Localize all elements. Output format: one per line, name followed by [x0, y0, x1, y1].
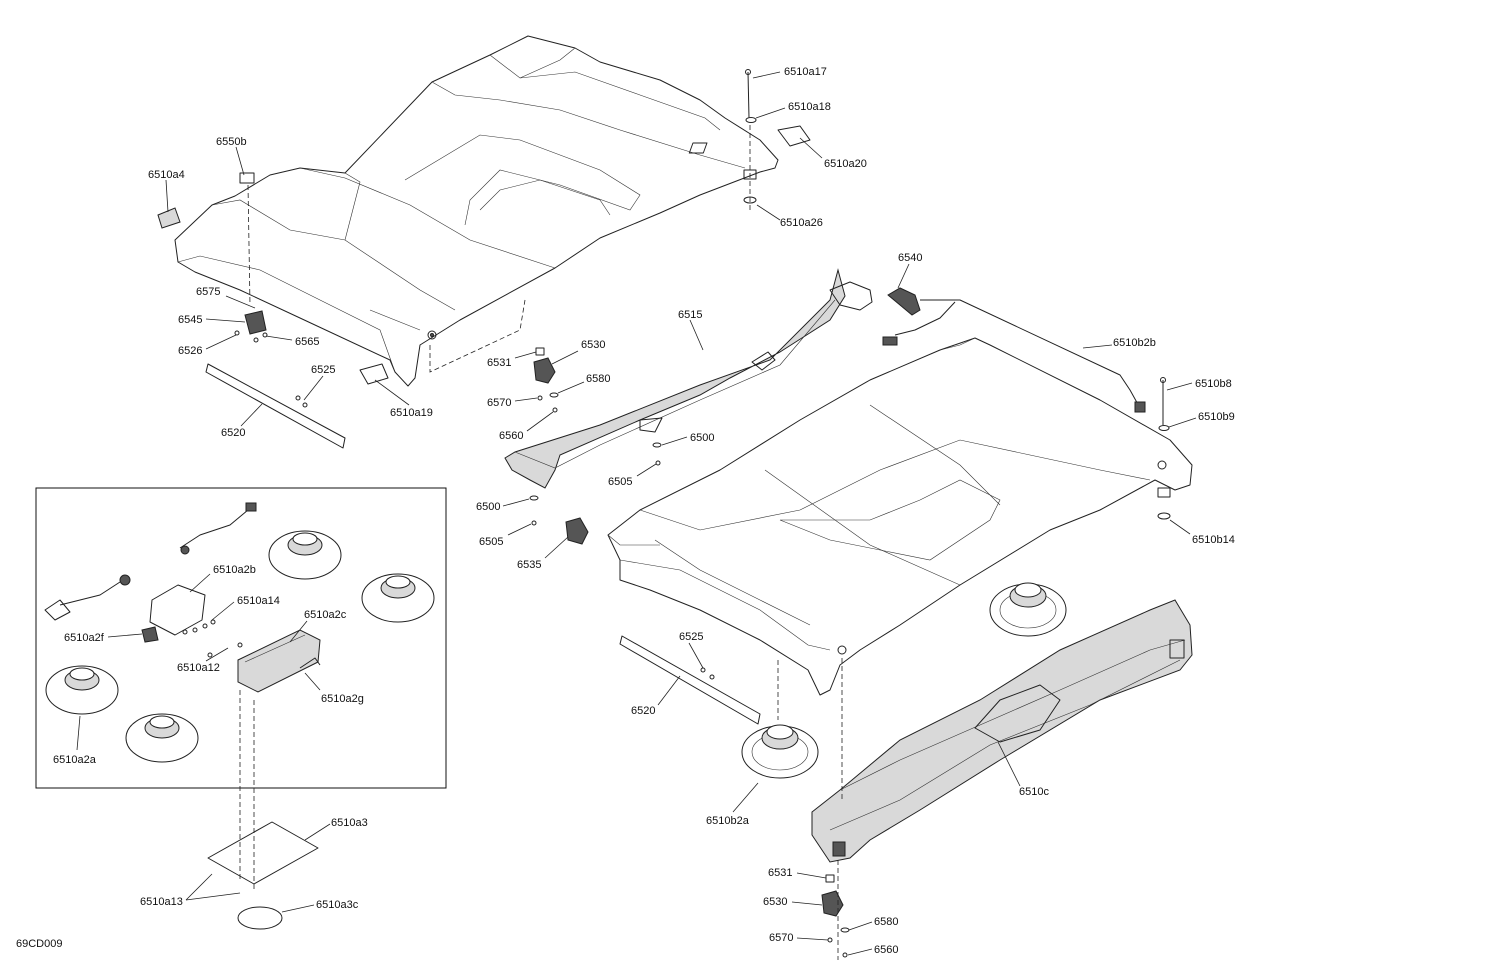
callout-6530-bottom: 6530: [763, 896, 787, 908]
callout-6510a2f: 6510a2f: [64, 632, 105, 644]
weatherstrip-bottom: [619, 635, 761, 725]
callout-6570-bottom: 6570: [769, 932, 793, 944]
callout-6525-bottom: 6525: [679, 631, 703, 643]
callout-6530-top: 6530: [581, 339, 605, 351]
callout-6515: 6515: [678, 309, 702, 321]
callout-6580-top: 6580: [586, 373, 610, 385]
callout-6520-bottom: 6520: [631, 705, 655, 717]
leader-lines: [76, 71, 1197, 956]
washers-6500: [529, 442, 662, 526]
callout-labels: 6510a17 6510a18 6510a20 6510a26 6550b 65…: [53, 66, 1235, 956]
callout-6510b2b: 6510b2b: [1113, 337, 1156, 349]
callout-6580-bottom: 6580: [874, 916, 898, 928]
callout-6540: 6540: [898, 252, 922, 264]
callout-6510a2a: 6510a2a: [53, 754, 97, 766]
callout-6510a12: 6510a12: [177, 662, 220, 674]
rear-bar: [811, 599, 1193, 863]
mount-6530-top: [533, 347, 559, 413]
callout-6560-top: 6560: [499, 430, 523, 442]
callout-6570-top: 6570: [487, 397, 511, 409]
callout-6505-left: 6505: [479, 536, 503, 548]
callout-6510a3c: 6510a3c: [316, 899, 359, 911]
callout-6505-right: 6505: [608, 476, 632, 488]
speaker-6510b2a: [741, 724, 819, 779]
callout-6526: 6526: [178, 345, 202, 357]
callout-6531-bottom: 6531: [768, 867, 792, 879]
callout-6510a2g: 6510a2g: [321, 693, 364, 705]
callout-6535: 6535: [517, 559, 541, 571]
callout-6510a17: 6510a17: [784, 66, 827, 78]
front-roof-panel: [174, 35, 779, 387]
callout-6500-left: 6500: [476, 501, 500, 513]
callout-6510a3: 6510a3: [331, 817, 368, 829]
callout-6510a4: 6510a4: [148, 169, 185, 181]
speaker-upper-right: [989, 582, 1067, 637]
mount-6530-bottom: [821, 874, 850, 958]
roof-cross-member: [504, 268, 873, 489]
callout-6520-top: 6520: [221, 427, 245, 439]
weatherstrip-top: [205, 363, 346, 449]
callout-6545: 6545: [178, 314, 202, 326]
callout-6510a18: 6510a18: [788, 101, 831, 113]
front-roof-hardware: [157, 69, 811, 385]
callout-6531-top: 6531: [487, 357, 511, 369]
callout-6510a20: 6510a20: [824, 158, 867, 170]
harness-6540: [882, 287, 1146, 413]
callout-6510a26: 6510a26: [780, 217, 823, 229]
callout-6510a2c: 6510a2c: [304, 609, 347, 621]
callout-6560-bottom: 6560: [874, 944, 898, 956]
mount-6535: [565, 517, 589, 545]
callout-6510b2a: 6510b2a: [706, 815, 750, 827]
callout-6510a2b: 6510a2b: [213, 564, 256, 576]
mounting-plate: [207, 690, 319, 930]
callout-6510c: 6510c: [1019, 786, 1049, 798]
callout-6510a14: 6510a14: [237, 595, 280, 607]
callout-6575: 6575: [196, 286, 220, 298]
callout-6500-right: 6500: [690, 432, 714, 444]
callout-6510a19: 6510a19: [390, 407, 433, 419]
callout-6510b9: 6510b9: [1198, 411, 1235, 423]
callout-6510b8: 6510b8: [1195, 378, 1232, 390]
callout-6510b14: 6510b14: [1192, 534, 1235, 546]
rear-roof-panel: [607, 337, 1193, 696]
callout-6565: 6565: [295, 336, 319, 348]
callout-6510a13: 6510a13: [140, 896, 183, 908]
drawing-id: 69CD009: [16, 938, 62, 950]
rear-roof-hardware: [1157, 377, 1171, 520]
callout-6525-top: 6525: [311, 364, 335, 376]
callout-6550b: 6550b: [216, 136, 247, 148]
